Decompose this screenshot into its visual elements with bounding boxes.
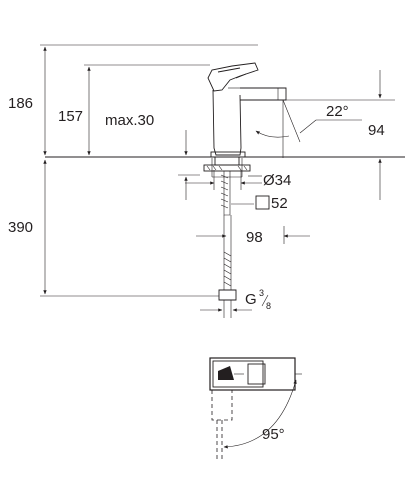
- dim-label-98: 98: [246, 229, 263, 246]
- dim-label-186: 186: [8, 95, 33, 112]
- faucet-body: [207, 62, 287, 158]
- square-symbol-icon: [255, 195, 270, 210]
- top-view-lever-rotated: [211, 390, 233, 462]
- dim-label-390: 390: [8, 219, 33, 236]
- thread-fraction-bar: [261, 294, 269, 307]
- dim-label-thread-numerator: 3: [259, 288, 264, 298]
- dim-label-52: 52: [271, 195, 288, 212]
- mounting-assembly: [203, 156, 251, 216]
- dim-label-94: 94: [368, 122, 385, 139]
- top-view-faucet: [209, 357, 302, 391]
- dim-label-95-degree: 95°: [262, 426, 285, 443]
- spout-axis-angled: [282, 99, 301, 143]
- dim-label-22-degree: 22°: [326, 103, 349, 120]
- supply-hose: [218, 215, 237, 318]
- dim-label-157: 157: [58, 108, 83, 125]
- dim-label-34: Ø34: [263, 172, 291, 189]
- dim-label-max-30: max.30: [105, 112, 154, 129]
- angle-arc-22: [255, 130, 290, 138]
- dim-label-thread-prefix: G: [245, 291, 257, 308]
- angle-leader-22-diag: [299, 119, 317, 134]
- dim-label-thread-denominator: 8: [266, 301, 271, 311]
- rotation-arc-95: [223, 379, 297, 449]
